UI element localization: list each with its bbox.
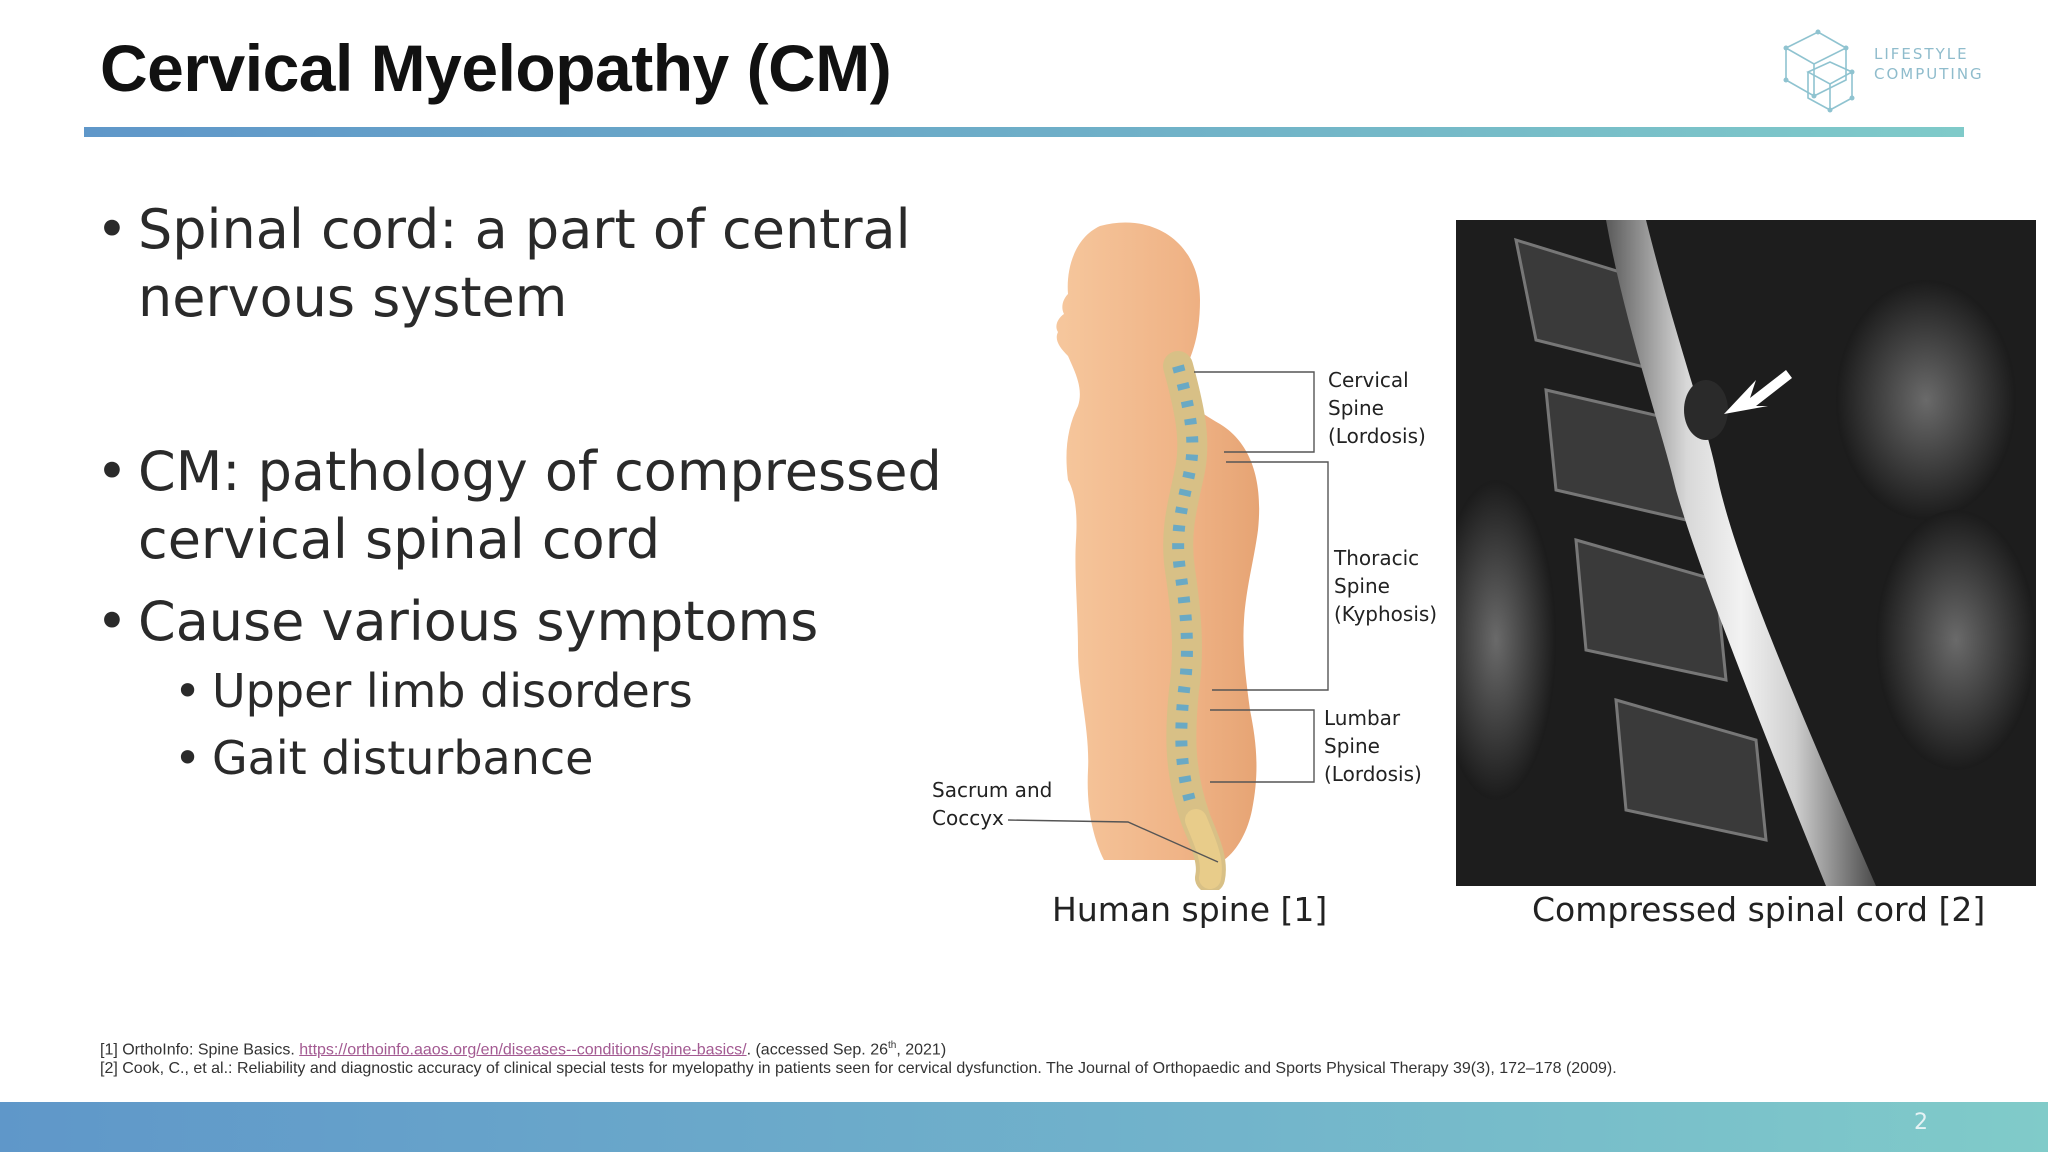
reference-1-suffix-a: . (accessed Sep. 26	[746, 1041, 888, 1059]
label-cervical-line3: (Lordosis)	[1328, 424, 1426, 448]
bullet-symptoms: Cause various symptoms Upper limb disord…	[96, 588, 956, 792]
label-lumbar-line2: Spine	[1324, 734, 1380, 758]
reference-1: [1] OrthoInfo: Spine Basics. https://ort…	[100, 1036, 1617, 1059]
label-thoracic-line2: Spine	[1334, 574, 1390, 598]
lifestyle-computing-logo-icon	[1783, 29, 1855, 113]
caption-human-spine: Human spine [1]	[1052, 890, 1328, 929]
label-cervical-line2: Spine	[1328, 396, 1384, 420]
reference-1-sup: th	[888, 1040, 897, 1051]
subbullet-upper-limb: Upper limb disorders	[174, 658, 956, 725]
bullet-cm-pathology: CM: pathology of compressed cervical spi…	[96, 438, 956, 574]
bullet-list: Spinal cord: a part of central nervous s…	[96, 196, 956, 792]
logo-line-2: COMPUTING	[1874, 65, 1984, 83]
label-thoracic-spine: Thoracic Spine (Kyphosis)	[1334, 544, 1437, 628]
label-sacrum-coccyx: Sacrum and Coccyx	[932, 776, 1052, 832]
bullet-spinal-cord: Spinal cord: a part of central nervous s…	[96, 196, 956, 332]
slide-title: Cervical Myelopathy (CM)	[100, 31, 892, 105]
reference-2: [2] Cook, C., et al.: Reliability and di…	[100, 1060, 1617, 1078]
label-lumbar-spine: Lumbar Spine (Lordosis)	[1324, 704, 1422, 788]
subbullet-gait: Gait disturbance	[174, 725, 956, 792]
label-sacrum-line1: Sacrum and	[932, 778, 1053, 802]
human-body-spine-illustration	[1007, 222, 1329, 893]
logo-line-1: LIFESTYLE	[1874, 45, 1969, 63]
label-lumbar-line3: (Lordosis)	[1324, 762, 1422, 786]
footer-bar	[0, 1102, 2048, 1152]
references: [1] OrthoInfo: Spine Basics. https://ort…	[100, 1036, 1617, 1078]
page-number: 2	[1914, 1110, 1928, 1135]
symptom-sublist: Upper limb disorders Gait disturbance	[138, 658, 956, 792]
mri-scan-illustration	[1456, 220, 2036, 886]
label-thoracic-line3: (Kyphosis)	[1334, 602, 1438, 626]
label-lumbar-line1: Lumbar	[1324, 706, 1401, 730]
reference-1-link[interactable]: https://orthoinfo.aaos.org/en/diseases--…	[299, 1041, 747, 1059]
label-cervical-line1: Cervical	[1328, 368, 1409, 392]
title-underline	[84, 127, 1964, 137]
label-thoracic-line1: Thoracic	[1334, 546, 1420, 570]
bullet-symptoms-text: Cause various symptoms	[138, 590, 819, 653]
reference-1-suffix-b: , 2021)	[896, 1041, 947, 1059]
mri-compressed-cord-image	[1456, 220, 2036, 886]
reference-1-prefix: [1] OrthoInfo: Spine Basics.	[100, 1041, 300, 1059]
caption-compressed-cord: Compressed spinal cord [2]	[1532, 890, 1986, 929]
human-spine-figure: Cervical Spine (Lordosis) Thoracic Spine…	[928, 210, 1448, 893]
label-sacrum-line2: Coccyx	[932, 806, 1004, 830]
label-cervical-spine: Cervical Spine (Lordosis)	[1328, 366, 1426, 450]
spine-vertebrae	[1163, 351, 1226, 893]
logo-text: LIFESTYLE COMPUTING	[1874, 44, 1984, 84]
spine-region-brackets	[1007, 371, 1329, 863]
mri-arrow-icon	[1724, 370, 1792, 414]
